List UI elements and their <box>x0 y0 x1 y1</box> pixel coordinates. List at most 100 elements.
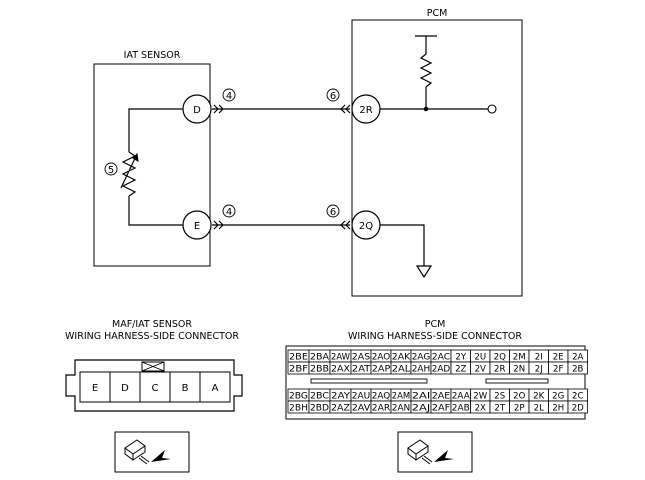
pcm-pin-2ay: 2AY <box>329 388 352 402</box>
iat-sensor-box <box>93 63 211 267</box>
pcm-junction-dot <box>423 106 429 112</box>
svg-text:2BE: 2BE <box>289 352 308 362</box>
callout-wire-e-pcm: 6 <box>326 204 340 218</box>
svg-text:2AT: 2AT <box>352 364 371 374</box>
pcm-pin-2ar: 2AR <box>370 400 392 414</box>
svg-text:2AP: 2AP <box>372 364 391 374</box>
ground-symbol <box>415 265 433 279</box>
svg-text:D: D <box>193 105 201 116</box>
thermistor-symbol <box>121 151 137 197</box>
svg-text:2P: 2P <box>514 403 525 413</box>
svg-text:2H: 2H <box>552 403 564 413</box>
terminal-2q: 2Q <box>351 210 381 240</box>
svg-text:2AZ: 2AZ <box>331 403 350 413</box>
connector-chevron-pcm-2r <box>340 104 351 114</box>
pcm-output-terminal <box>487 104 497 114</box>
maf-connector-title-line2: WIRING HARNESS-SIDE CONNECTOR <box>65 331 239 342</box>
pcm-pin-2al: 2AL <box>390 361 412 375</box>
pcm-pin-2p: 2P <box>509 400 530 414</box>
pcm-pin-2d: 2D <box>567 400 588 414</box>
pcm-box <box>351 19 523 297</box>
pcm-pin-2ac: 2AC <box>430 349 452 363</box>
pcm-pin-2k: 2K <box>528 388 549 402</box>
pcm-pin-2x: 2X <box>470 400 491 414</box>
pcm-pin-2bd: 2BD <box>308 400 331 414</box>
svg-text:2BC: 2BC <box>310 391 329 401</box>
svg-text:2BA: 2BA <box>310 352 329 362</box>
pcm-pin-2r: 2R <box>489 361 510 375</box>
terminal-d: D <box>182 94 212 124</box>
pcm-pin-2az: 2AZ <box>329 400 352 414</box>
svg-text:2AG: 2AG <box>412 352 431 362</box>
pcm-pin-2ba: 2BA <box>308 349 331 363</box>
pcm-pin-2bf: 2BF <box>287 361 310 375</box>
svg-text:2AC: 2AC <box>432 352 451 362</box>
svg-text:2S: 2S <box>494 391 505 401</box>
svg-text:2BF: 2BF <box>289 364 308 374</box>
pcm-pin-2z: 2Z <box>450 361 471 375</box>
svg-text:2AS: 2AS <box>352 352 371 362</box>
maf-pin-a: A <box>199 371 231 403</box>
pcm-pin-2au: 2AU <box>350 388 372 402</box>
pull-up-resistor <box>419 53 433 88</box>
pcm-pin-2e: 2E <box>548 349 569 363</box>
pcm-pin-2at: 2AT <box>350 361 372 375</box>
pcm-pin-2ax: 2AX <box>329 361 352 375</box>
pcm-connector-latch-right <box>485 378 549 384</box>
pcm-pin-2t: 2T <box>489 400 510 414</box>
svg-text:2F: 2F <box>553 364 563 374</box>
svg-text:2AU: 2AU <box>352 391 371 401</box>
callout-wire-e-sensor: 4 <box>222 204 236 218</box>
pcm-pin-2y: 2Y <box>450 349 471 363</box>
svg-text:2N: 2N <box>513 364 525 374</box>
svg-text:2AO: 2AO <box>372 352 391 362</box>
svg-text:2R: 2R <box>494 364 505 374</box>
svg-text:2AH: 2AH <box>412 364 431 374</box>
svg-text:5: 5 <box>108 165 114 176</box>
maf-pin-d: D <box>109 371 141 403</box>
pcm-pin-2af: 2AF <box>430 400 452 414</box>
svg-text:2L: 2L <box>534 403 544 413</box>
svg-text:2D: 2D <box>572 403 584 413</box>
svg-text:2AF: 2AF <box>432 403 451 413</box>
svg-text:2M: 2M <box>513 352 526 362</box>
pcm-pin-2w: 2W <box>470 388 491 402</box>
svg-text:2E: 2E <box>553 352 564 362</box>
svg-text:D: D <box>121 383 129 394</box>
svg-text:2Y: 2Y <box>455 352 466 362</box>
svg-text:2AJ: 2AJ <box>412 403 431 413</box>
maf-connector-view-icon <box>114 431 190 473</box>
pcm-pin-2l: 2L <box>528 400 549 414</box>
pcm-pin-2c: 2C <box>567 388 588 402</box>
svg-text:2AA: 2AA <box>452 391 470 401</box>
svg-text:2O: 2O <box>513 391 525 401</box>
svg-text:2J: 2J <box>535 364 543 374</box>
svg-text:2B: 2B <box>572 364 583 374</box>
terminal-2r: 2R <box>351 94 381 124</box>
svg-text:2W: 2W <box>473 391 487 401</box>
svg-text:2I: 2I <box>535 352 543 362</box>
svg-text:2BG: 2BG <box>289 391 308 401</box>
pcm-pin-2s: 2S <box>489 388 510 402</box>
svg-text:2R: 2R <box>359 105 372 116</box>
svg-text:2BD: 2BD <box>310 403 329 413</box>
pcm-pin-2bh: 2BH <box>287 400 310 414</box>
pcm-pin-2be: 2BE <box>287 349 310 363</box>
svg-text:2T: 2T <box>494 403 505 413</box>
svg-text:B: B <box>182 383 189 394</box>
svg-text:2AK: 2AK <box>392 352 411 362</box>
pcm-pin-2ai: 2AI <box>410 388 432 402</box>
svg-text:4: 4 <box>226 91 232 102</box>
pcm-pin-2u: 2U <box>470 349 491 363</box>
pcm-connector-latch-left <box>310 378 428 384</box>
pcm-pin-2h: 2H <box>548 400 569 414</box>
pcm-pin-2j: 2J <box>528 361 549 375</box>
svg-text:2AR: 2AR <box>372 403 391 413</box>
svg-text:2C: 2C <box>572 391 583 401</box>
pcm-connector-view-icon <box>397 431 473 473</box>
pcm-pin-2g: 2G <box>548 388 569 402</box>
pcm-pin-2n: 2N <box>509 361 530 375</box>
svg-text:E: E <box>92 383 98 394</box>
